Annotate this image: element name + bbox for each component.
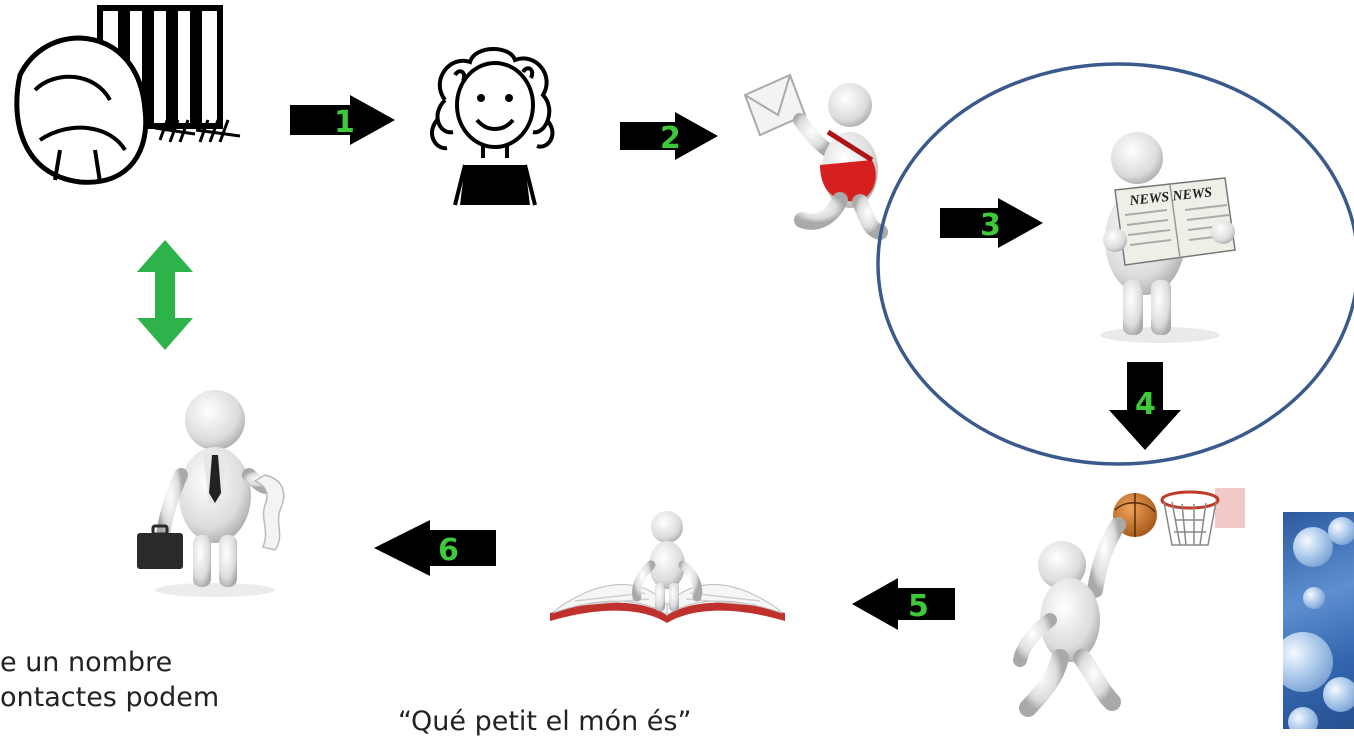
arrow-6-number: 6	[438, 533, 459, 568]
businessman-figure	[115, 385, 315, 600]
book-figure	[545, 505, 790, 635]
arrow-5-number: 5	[908, 589, 929, 624]
caption-left-line1: e un nombre	[0, 647, 172, 678]
arrow-step-4: 4	[1105, 362, 1185, 452]
double-arrow-connector	[135, 240, 195, 350]
woman-drawing	[415, 40, 575, 210]
arrow-step-1: 1	[290, 95, 400, 145]
arrow-step-6: 6	[372, 520, 497, 576]
arrow-step-2: 2	[620, 112, 720, 160]
arrow-step-3: 3	[940, 198, 1045, 248]
arrow-2-number: 2	[660, 121, 681, 156]
prisoner-drawing	[0, 0, 260, 200]
newspaper-reader-figure: NEWS NEWS	[1075, 130, 1245, 345]
arrow-4-number: 4	[1135, 387, 1156, 422]
arrow-1-number: 1	[334, 105, 355, 140]
bubbles-image	[1283, 512, 1354, 729]
caption-center-quote: “Qué petit el món és”	[398, 706, 691, 737]
arrow-step-5: 5	[850, 578, 955, 630]
open-book-icon	[550, 585, 785, 624]
basketball-hoop-icon	[1162, 488, 1245, 545]
arrow-3-number: 3	[980, 208, 1001, 243]
caption-left-line2: ontactes podem	[0, 682, 219, 713]
newspaper-icon: NEWS NEWS	[1115, 178, 1235, 265]
basketball-player-figure	[1000, 470, 1245, 720]
